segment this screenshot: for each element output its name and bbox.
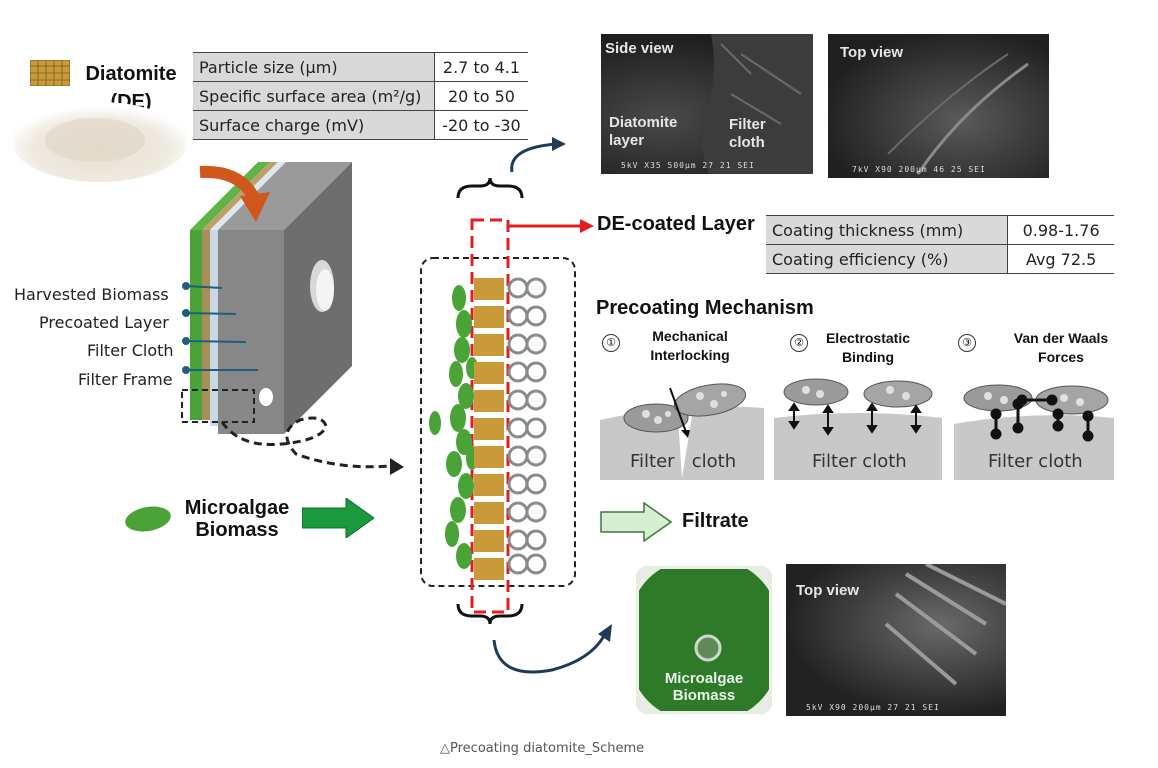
table-row: Coating efficiency (%)Avg 72.5 (766, 244, 1114, 274)
precoated-layer-label: Precoated Layer (39, 313, 169, 332)
diatomite-icon (29, 59, 71, 87)
mechanism-title: Precoating Mechanism (596, 297, 814, 319)
de-coated-layer-title: DE-coated Layer (597, 213, 755, 235)
filter-cloth-base-1: Filter cloth (630, 451, 737, 472)
microalgae-icon (124, 504, 172, 534)
mechanism-panel-2: Filter cloth (774, 378, 942, 480)
diatomite-properties-table: Particle size (μm)2.7 to 4.1 Specific su… (193, 52, 528, 140)
mechanism-panel-3: Filter cloth (954, 378, 1114, 480)
sem-diatomite-layer-label: Diatomite layer (609, 114, 678, 149)
filter-cloth-base-3: Filter cloth (988, 451, 1083, 472)
sem-filter-cloth-label: Filter cloth (729, 116, 766, 151)
sem-side-title: Side view (605, 40, 674, 57)
mechanism-number-3: ③ (958, 334, 976, 352)
sem-top-view-image-2: Top view 5kV X90 200μm 27 21 SEI (786, 564, 1006, 716)
figure-caption: △Precoating diatomite_Scheme (440, 741, 645, 756)
de-coated-table: Coating thickness (mm)0.98-1.76 Coating … (766, 215, 1114, 274)
table-row: Particle size (μm)2.7 to 4.1 (193, 52, 528, 82)
filter-cloth-base-2: Filter cloth (812, 451, 907, 472)
sem-scale-bar: 5kV X90 200μm 27 21 SEI (806, 703, 940, 712)
sem-side-view-image: Side view Diatomite layer Filter cloth 5… (601, 34, 813, 174)
filter-frame-label: Filter Frame (78, 370, 173, 389)
sem-scale-bar: 7kV X90 200μm 46 25 SEI (852, 165, 986, 174)
harvested-biomass-label: Harvested Biomass (14, 285, 169, 304)
filter-cloth-label: Filter Cloth (87, 341, 174, 360)
sem-top-view-image-1: Top view 7kV X90 200μm 46 25 SEI (828, 34, 1049, 178)
mechanism-number-2: ② (790, 334, 808, 352)
table-row: Coating thickness (mm)0.98-1.76 (766, 215, 1114, 245)
table-row: Surface charge (mV)-20 to -30 (193, 110, 528, 140)
sem-top-title-2: Top view (796, 582, 860, 599)
sem-top-title-1: Top view (840, 44, 904, 61)
diatomite-powder-image (10, 92, 190, 182)
filter-zoom-detail (420, 258, 580, 588)
filtrate-arrow-icon (600, 501, 673, 543)
filtrate-label: Filtrate (682, 510, 749, 532)
sem-scale-bar: 5kV X35 500μm 27 21 SEI (621, 161, 755, 170)
mechanism-number-1: ① (602, 334, 620, 352)
mechanism-panel-1: Filter cloth (600, 378, 764, 480)
filter-press-diagram (170, 150, 400, 460)
microalgae-biomass-label: Microalgae Biomass (184, 497, 290, 541)
green-arrow-icon (301, 497, 375, 539)
